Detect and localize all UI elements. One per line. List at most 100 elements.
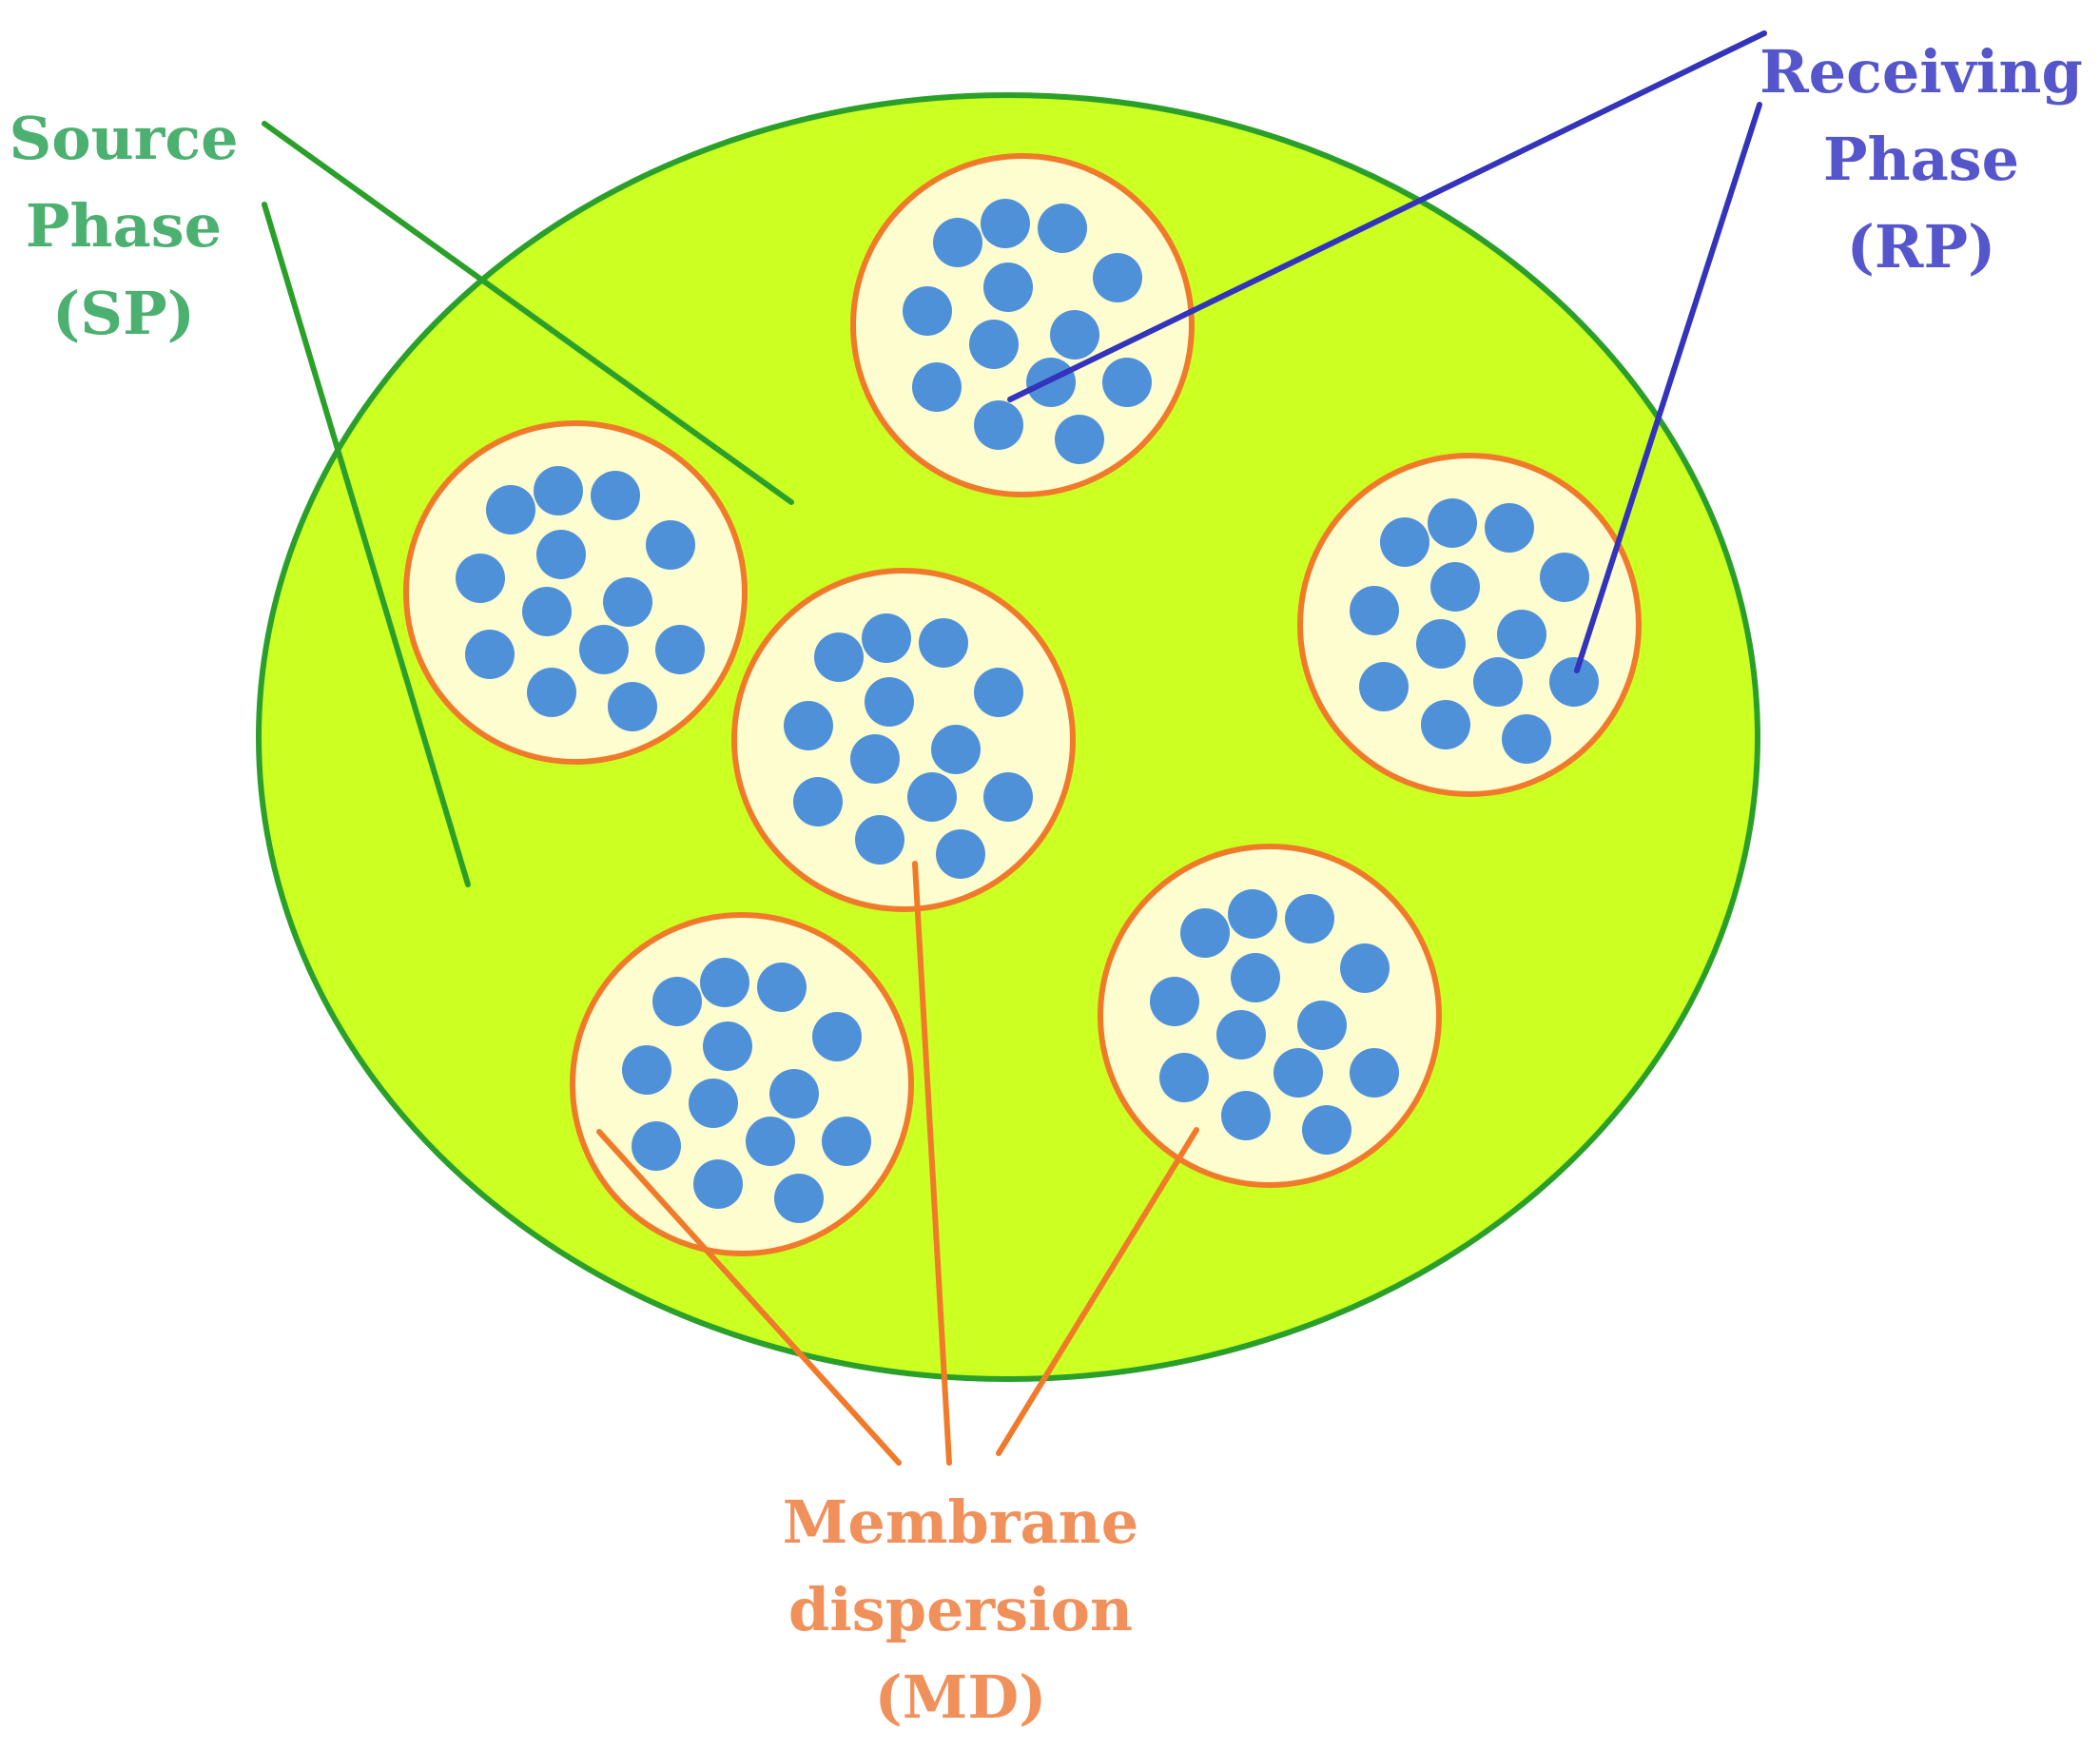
- receiving-phase-dot: [622, 1045, 671, 1095]
- receiving-phase-dot: [486, 485, 535, 535]
- membrane-dispersion-leader-line: [912, 861, 952, 1466]
- receiving-phase-label-line-2: Phase: [1822, 125, 2020, 194]
- receiving-phase-dot: [784, 701, 833, 750]
- receiving-phase-leader-line: [1574, 102, 1762, 673]
- receiving-phase-dot: [1540, 553, 1589, 602]
- receiving-phase-dot: [1380, 517, 1429, 567]
- membrane-droplets: [403, 153, 1642, 1256]
- membrane-droplet: [403, 420, 748, 765]
- source-phase-leader-line: [262, 121, 794, 505]
- receiving-phase-dot: [591, 471, 640, 520]
- receiving-phase-dot: [700, 958, 749, 1007]
- receiving-phase-dot: [850, 734, 900, 784]
- receiving-phase-dot: [931, 725, 981, 774]
- receiving-phase-dot: [1421, 700, 1470, 749]
- receiving-phase-dot: [608, 682, 657, 731]
- receiving-phase-dot: [814, 632, 864, 682]
- receiving-phase-dot: [456, 554, 505, 603]
- receiving-phase-dot: [969, 320, 1019, 369]
- receiving-phase-dot: [1285, 894, 1334, 943]
- receiving-phase-dot: [865, 677, 914, 727]
- receiving-phase-dot: [534, 466, 583, 515]
- receiving-phase-label-line-3: (RP): [1846, 212, 1996, 282]
- receiving-phase-dot: [1549, 657, 1599, 707]
- receiving-phase-dot: [465, 630, 515, 679]
- receiving-phase-dot: [933, 218, 982, 267]
- receiving-phase-leader-line: [1007, 30, 1767, 402]
- membrane-droplet: [850, 153, 1195, 497]
- source-phase-leader-line: [262, 202, 471, 887]
- receiving-phase-dot: [822, 1117, 871, 1166]
- receiving-phase-dot: [1231, 953, 1280, 1002]
- receiving-phase-dot: [522, 587, 572, 636]
- source-phase-label-line-3: (SP): [51, 279, 196, 348]
- receiving-phase-dot: [646, 520, 695, 570]
- receiving-phase-dot: [1159, 1053, 1209, 1102]
- receiving-phase-dot: [1150, 977, 1199, 1026]
- receiving-phase-dot: [1497, 610, 1546, 659]
- receiving-phase-dot: [983, 772, 1033, 822]
- receiving-phase-dot: [1359, 662, 1409, 711]
- receiving-phase-dot: [757, 962, 807, 1012]
- receiving-phase-dot: [1428, 498, 1477, 548]
- receiving-phase-dot: [1221, 1091, 1271, 1140]
- receiving-phase-dot: [536, 530, 586, 579]
- membrane-dispersion-label-line-1: Membrane: [782, 1488, 1139, 1557]
- receiving-phase-dot: [1093, 253, 1142, 302]
- receiving-phase-dot: [936, 829, 985, 879]
- receiving-phase-dot: [981, 199, 1030, 248]
- receiving-phase-dot: [1485, 503, 1534, 553]
- receiving-phase-dot: [812, 1012, 862, 1061]
- receiving-phase-dot: [689, 1079, 738, 1128]
- source-phase-label: Source Phase (SP): [0, 95, 247, 358]
- receiving-phase-dot: [983, 262, 1033, 312]
- receiving-phase-dot: [1038, 204, 1087, 253]
- receiving-phase-dot: [579, 625, 629, 674]
- receiving-phase-dot: [1055, 415, 1104, 464]
- receiving-phase-dot: [632, 1121, 681, 1171]
- receiving-phase-dot: [1350, 586, 1399, 635]
- receiving-phase-dot: [1180, 908, 1230, 958]
- receiving-phase-dot: [855, 815, 904, 865]
- receiving-phase-dot: [703, 1021, 752, 1071]
- membrane-dispersion-label-line-3: (MD): [874, 1662, 1047, 1732]
- source-phase-label-line-2: Phase: [25, 191, 223, 261]
- receiving-phase-dot: [1473, 657, 1523, 707]
- receiving-phase-dot: [1297, 1001, 1347, 1050]
- receiving-phase-dot: [907, 772, 957, 822]
- receiving-phase-dot: [903, 286, 952, 336]
- source-phase-label-line-1: Source: [9, 104, 239, 173]
- membrane-droplet: [731, 568, 1076, 912]
- receiving-phase-dot: [603, 577, 652, 627]
- receiving-phase-dot: [1102, 358, 1152, 407]
- receiving-phase-dot: [693, 1159, 743, 1209]
- receiving-phase-dot: [1274, 1048, 1323, 1098]
- receiving-phase-dot: [1050, 310, 1099, 360]
- receiving-phase-dot: [974, 668, 1023, 717]
- receiving-phase-dot: [774, 1174, 824, 1223]
- receiving-phase-dot: [655, 625, 705, 674]
- receiving-phase-dot: [1228, 889, 1277, 939]
- membrane-dispersion-leader-line: [996, 1127, 1199, 1456]
- receiving-phase-dot: [527, 668, 576, 717]
- receiving-phase-dot: [1216, 1010, 1266, 1060]
- membrane-droplet: [1098, 844, 1442, 1188]
- receiving-phase-dot: [769, 1069, 819, 1118]
- receiving-phase-label-line-1: Receiving: [1760, 37, 2083, 107]
- receiving-phase-dot: [1302, 1105, 1351, 1155]
- receiving-phase-dot: [793, 777, 843, 826]
- receiving-phase-dot: [974, 400, 1023, 450]
- leader-lines: [262, 30, 1767, 1466]
- receiving-phase-dot: [1502, 714, 1551, 764]
- receiving-phase-dot: [912, 362, 962, 412]
- receiving-phase-dot: [862, 613, 911, 663]
- receiving-phase-label: Receiving Phase (RP): [1750, 29, 2092, 291]
- receiving-phase-dot: [1416, 619, 1466, 669]
- membrane-dispersion-label-line-2: dispersion: [788, 1575, 1134, 1644]
- receiving-phase-dot: [1430, 562, 1480, 612]
- membrane-dispersion-leader-line: [596, 1129, 902, 1466]
- receiving-phase-dot: [1340, 943, 1390, 993]
- receiving-phase-dot: [1350, 1048, 1399, 1098]
- receiving-phase-dot: [919, 618, 968, 668]
